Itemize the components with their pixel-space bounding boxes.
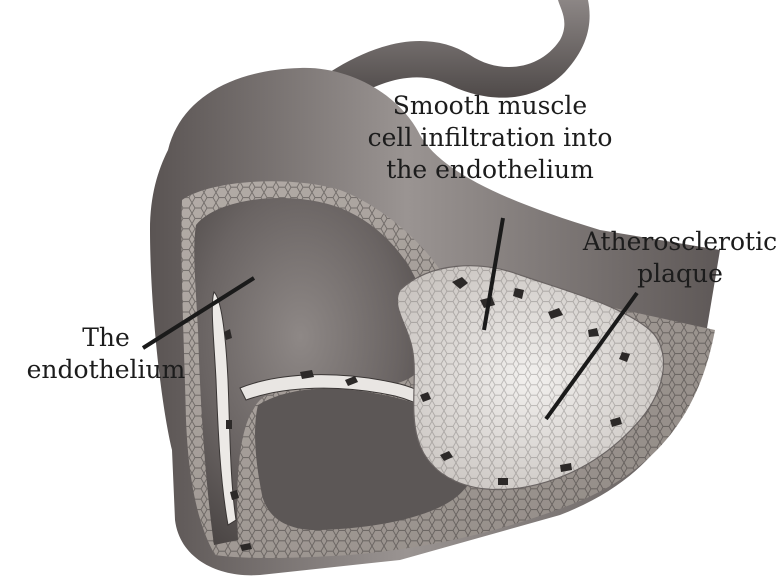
label-smooth-muscle-infiltration: Smooth muscle cell infiltration into the… [340,90,640,186]
label-endothelium: The endothelium [6,322,206,386]
label-atherosclerotic-plaque: Atherosclerotic plaque [575,226,782,290]
